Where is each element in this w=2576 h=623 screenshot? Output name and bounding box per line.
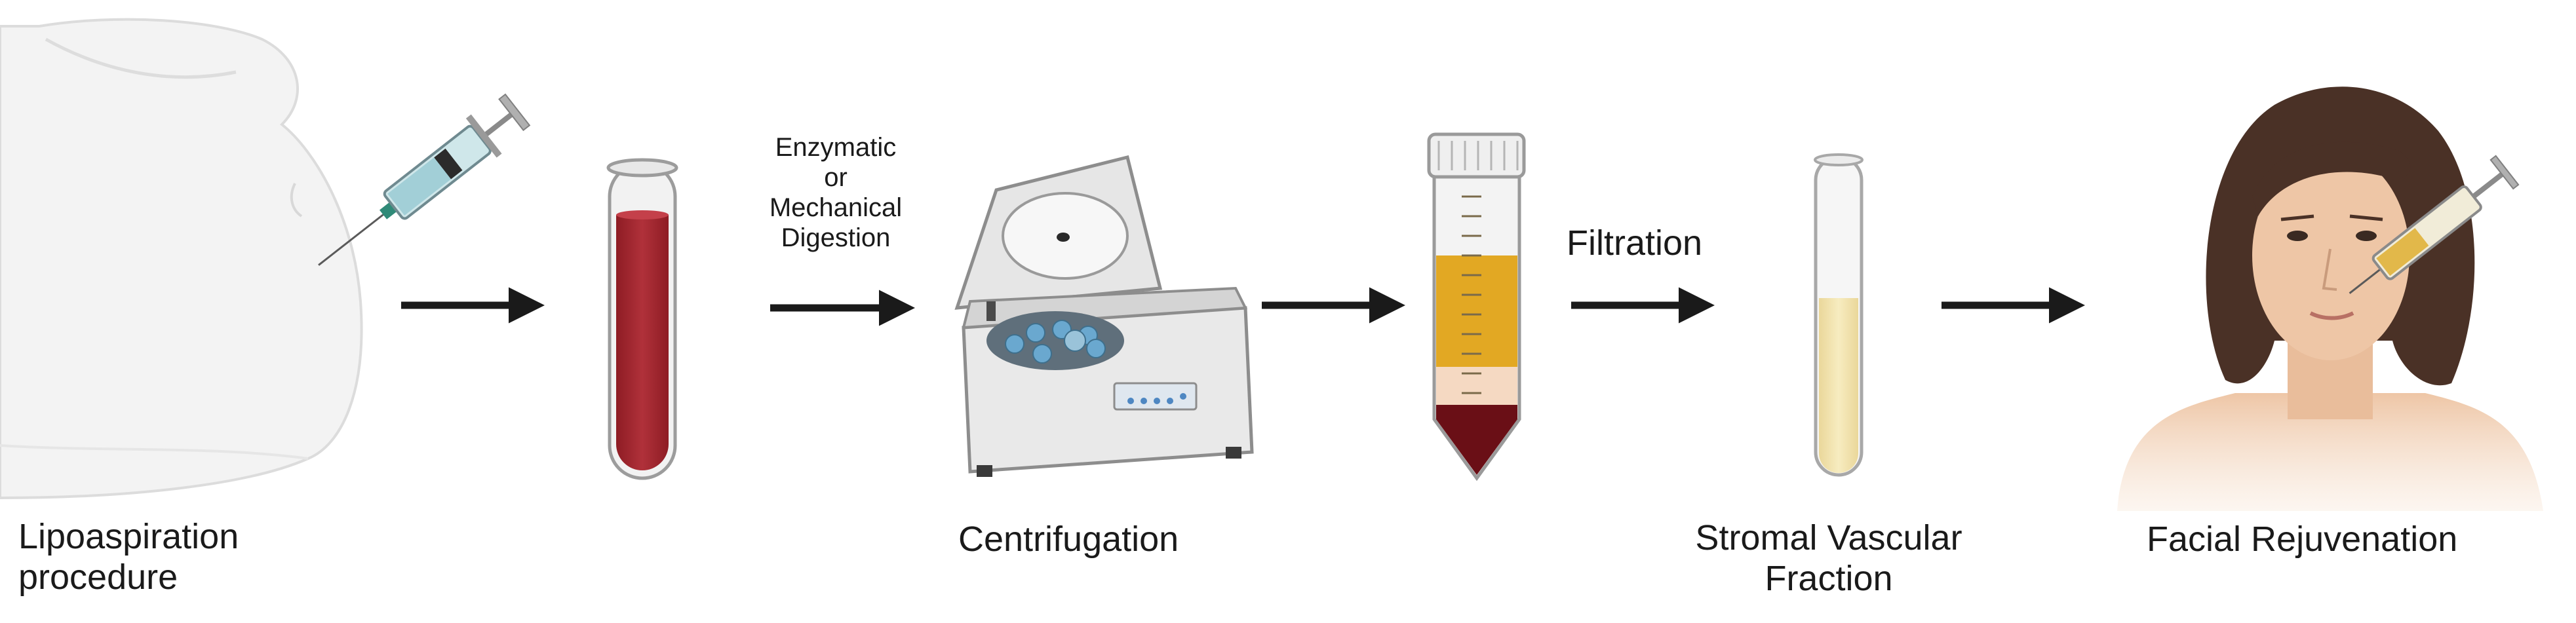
label-svf: Stromal Vascular Fraction bbox=[1678, 518, 1980, 599]
label-digestion-line1: Enzymatic bbox=[775, 133, 897, 162]
label-svf-line2: Fraction bbox=[1765, 559, 1893, 599]
label-svf-line1: Stromal Vascular bbox=[1695, 518, 1962, 557]
label-facial-rejuvenation: Facial Rejuvenation bbox=[2147, 519, 2458, 559]
label-digestion-line3: Mechanical bbox=[769, 193, 903, 222]
patient-abdomen-icon bbox=[0, 18, 363, 500]
conical-tube-icon bbox=[1427, 132, 1526, 481]
label-centrifugation: Centrifugation bbox=[958, 519, 1179, 559]
blood-tube-icon bbox=[606, 158, 678, 480]
centrifuge-icon bbox=[954, 155, 1254, 477]
label-lipoaspiration-line2: procedure bbox=[18, 557, 178, 597]
label-lipoaspiration: Lipoaspiration procedure bbox=[18, 516, 239, 597]
syringe-icon bbox=[318, 93, 531, 266]
label-lipoaspiration-line1: Lipoaspiration bbox=[18, 517, 239, 556]
label-digestion-line4: Digestion bbox=[781, 223, 891, 252]
label-digestion-line2: or bbox=[824, 163, 848, 192]
label-digestion: Enzymatic or Mechanical Digestion bbox=[747, 132, 924, 253]
svf-tube-icon bbox=[1814, 153, 1864, 477]
label-filtration: Filtration bbox=[1567, 223, 1703, 263]
face-icon bbox=[2117, 86, 2543, 511]
